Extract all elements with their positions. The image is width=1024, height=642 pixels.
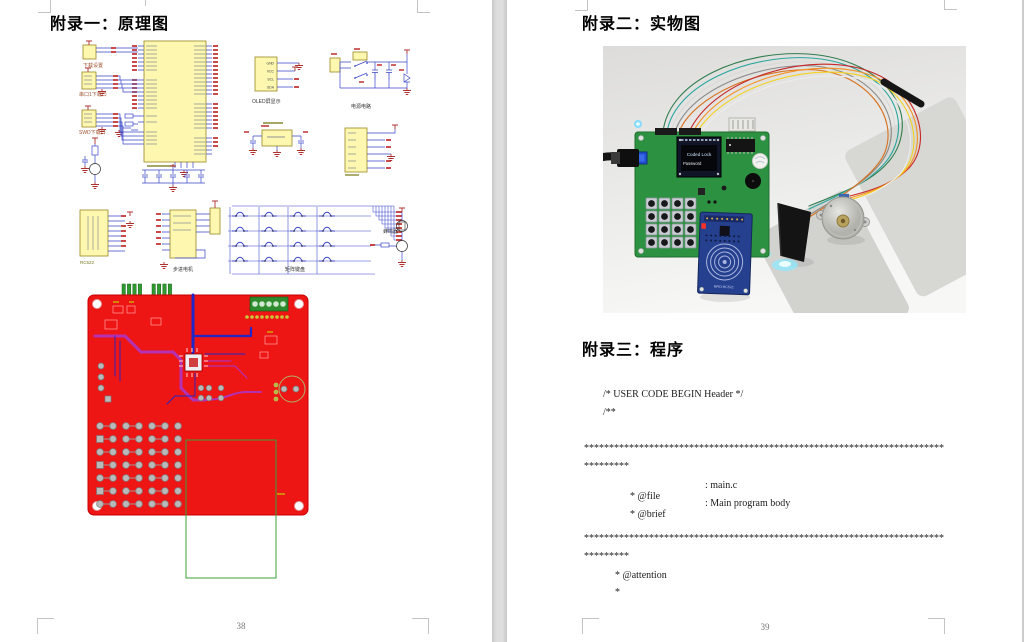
- crop-mark: [37, 618, 54, 634]
- code-line: *: [615, 587, 620, 598]
- page-number-left: 38: [236, 621, 246, 631]
- keypad-section-label: 矩阵键盘: [285, 266, 305, 273]
- code-line: * @file : main.c: [615, 480, 737, 524]
- oled-pin-gnd: GND: [266, 62, 274, 66]
- page-edge-line: [1022, 0, 1024, 642]
- oled-pin-vcc: VCC: [267, 70, 275, 74]
- capacitor-bank: [142, 164, 205, 192]
- oled-display: Coded Lock Password: [676, 136, 722, 178]
- device-photo: Coded Lock Password: [603, 46, 966, 313]
- crop-mark: [145, 0, 146, 6]
- page-gap: [492, 0, 507, 642]
- pcb-board-outline: [185, 439, 277, 579]
- dip-ic: [726, 139, 755, 152]
- schematic-and-pcb-figure: 下载设置 串口1下载口 SWD下载口: [79, 40, 412, 579]
- pin-header: [655, 128, 677, 135]
- uart-label: 串口1下载口: [79, 91, 107, 98]
- pcb-layout: [87, 283, 309, 579]
- mcu-block: [114, 40, 218, 177]
- code-line: /**: [603, 407, 616, 418]
- uart-connector: 串口1下载口: [79, 67, 138, 98]
- rfid-module-label: RFID-RC522: [714, 285, 734, 290]
- download-connector: 下载设置: [82, 40, 138, 69]
- reset-circuit: [80, 137, 101, 189]
- crop-mark: [928, 618, 945, 634]
- jst-connector: [728, 117, 756, 132]
- oled-text-line2: Password: [683, 161, 702, 166]
- page-number-right: 39: [760, 622, 770, 632]
- oled-pin-scl: SCL: [267, 78, 274, 82]
- lock-bolt: [778, 203, 811, 262]
- wire-sleeve: [880, 78, 925, 108]
- code-line: * @attention: [615, 570, 667, 581]
- power-jack: [617, 149, 639, 167]
- crop-mark: [412, 618, 429, 634]
- oled-connector: GND VCC SCL SDA OLED屏显示: [252, 56, 304, 105]
- stepper-motor: [816, 194, 870, 240]
- power-section-label: 电源电路: [351, 103, 371, 110]
- pin-header: [679, 128, 701, 135]
- swd-label: SWD下载口: [79, 129, 106, 136]
- code-brief-key: * @brief: [630, 509, 666, 520]
- appendix1-title: 附录一：原理图: [50, 16, 170, 33]
- crop-mark: [944, 0, 957, 10]
- download-label: 下载设置: [83, 62, 103, 69]
- crop-mark: [582, 618, 599, 634]
- appendix3-title: 附录三：程序: [582, 342, 685, 359]
- code-line: ****************************************…: [584, 443, 944, 454]
- rfid-section-label: RC522: [80, 260, 95, 265]
- crop-mark: [417, 0, 430, 13]
- code-line: *********: [584, 461, 629, 472]
- code-file-key: * @file: [630, 491, 661, 502]
- keypad-matrix: 矩阵键盘: [228, 205, 402, 275]
- code-file-value: : main.c: [705, 480, 738, 491]
- module-connector: [344, 124, 398, 176]
- code-line: ****************************************…: [584, 533, 944, 544]
- oled-pin-sda: SDA: [267, 86, 275, 90]
- pcb-pad-grid: [96, 422, 182, 508]
- regulator-block: [244, 122, 308, 157]
- buzzer-section-label: 蜂鸣器: [383, 228, 398, 235]
- stepper-section-label: 步进电机: [173, 266, 193, 273]
- oled-text-line1: Coded Lock: [687, 152, 712, 157]
- code-line: * @brief : Main program body: [615, 498, 790, 542]
- swd-connector: SWD下载口: [79, 105, 138, 145]
- buzzer-circuit: 蜂鸣器: [370, 207, 408, 267]
- code-line: *********: [584, 551, 629, 562]
- rfid-led: [701, 223, 706, 229]
- rfid-module: RFID-RC522: [697, 211, 753, 296]
- stepper-driver: 步进电机: [156, 200, 221, 273]
- oled-section-label: OLED屏显示: [252, 99, 281, 105]
- power-circuit: 电源电路: [329, 48, 412, 110]
- buzzer-sticker: [752, 153, 768, 169]
- code-brief-value: : Main program body: [705, 498, 791, 509]
- appendix2-title: 附录二：实物图: [582, 16, 702, 33]
- keypad: [645, 197, 697, 249]
- rfid-connector: RC522: [79, 209, 135, 265]
- code-line: /* USER CODE BEGIN Header */: [603, 389, 744, 400]
